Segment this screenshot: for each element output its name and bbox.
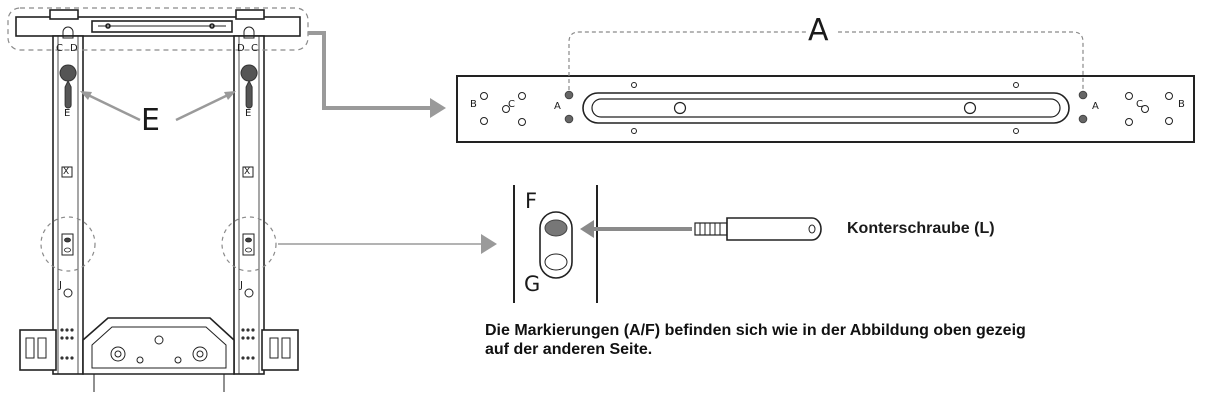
hole-a-right-label: A [1092,101,1099,112]
arrow-e-left-icon [80,91,92,100]
callout-e-arrow-right [175,92,231,122]
callout-e-arrow-left [85,92,141,122]
wall-bracket-frame [15,9,301,392]
slot-highlight-left [40,216,96,272]
caption-line-1: Die Markierungen (A/F) befinden sich wie… [485,322,1026,339]
frame-left-e-label: E [64,108,71,119]
frame-right-d-label: D [237,43,245,54]
callout-e-label: E [141,103,160,138]
top-bar-detail [456,75,1195,143]
slot-screw-detail [513,185,822,303]
frame-left-c-label: C [56,43,63,54]
arrow-e-right-icon [224,91,236,100]
frame-left-j-label: J [59,280,62,291]
hole-a-left-label: A [554,101,561,112]
dimension-a-left [568,31,806,90]
frame-right-j-label: J [240,280,243,291]
dimension-a-label: A [808,13,829,48]
frame-right-x-label: X [244,167,251,177]
top-bar-highlight [7,7,309,51]
caption-line-2: auf der anderen Seite. [485,341,653,358]
hole-f-label: F [525,189,538,213]
instruction-caption: Die Markierungen (A/F) befinden sich wie… [485,321,1205,359]
arrow-top-icon [430,98,446,118]
slot-highlight-right [221,216,277,272]
hole-c-left-label: C [508,99,515,110]
hole-b-left-label: B [470,99,477,110]
hole-b-right-label: B [1178,99,1185,110]
arrow-slot-icon [481,234,497,254]
screw-label: Konterschraube (L) [847,220,995,237]
frame-left-x-label: X [63,167,70,177]
frame-right-e-label: E [245,108,252,119]
hole-c-right-label: C [1136,99,1143,110]
hole-g-label: G [524,272,541,296]
counter-screw-icon [694,217,822,241]
frame-left-d-label: D [70,43,78,54]
frame-right-c-label: C [251,43,258,54]
connector-top [308,31,432,110]
